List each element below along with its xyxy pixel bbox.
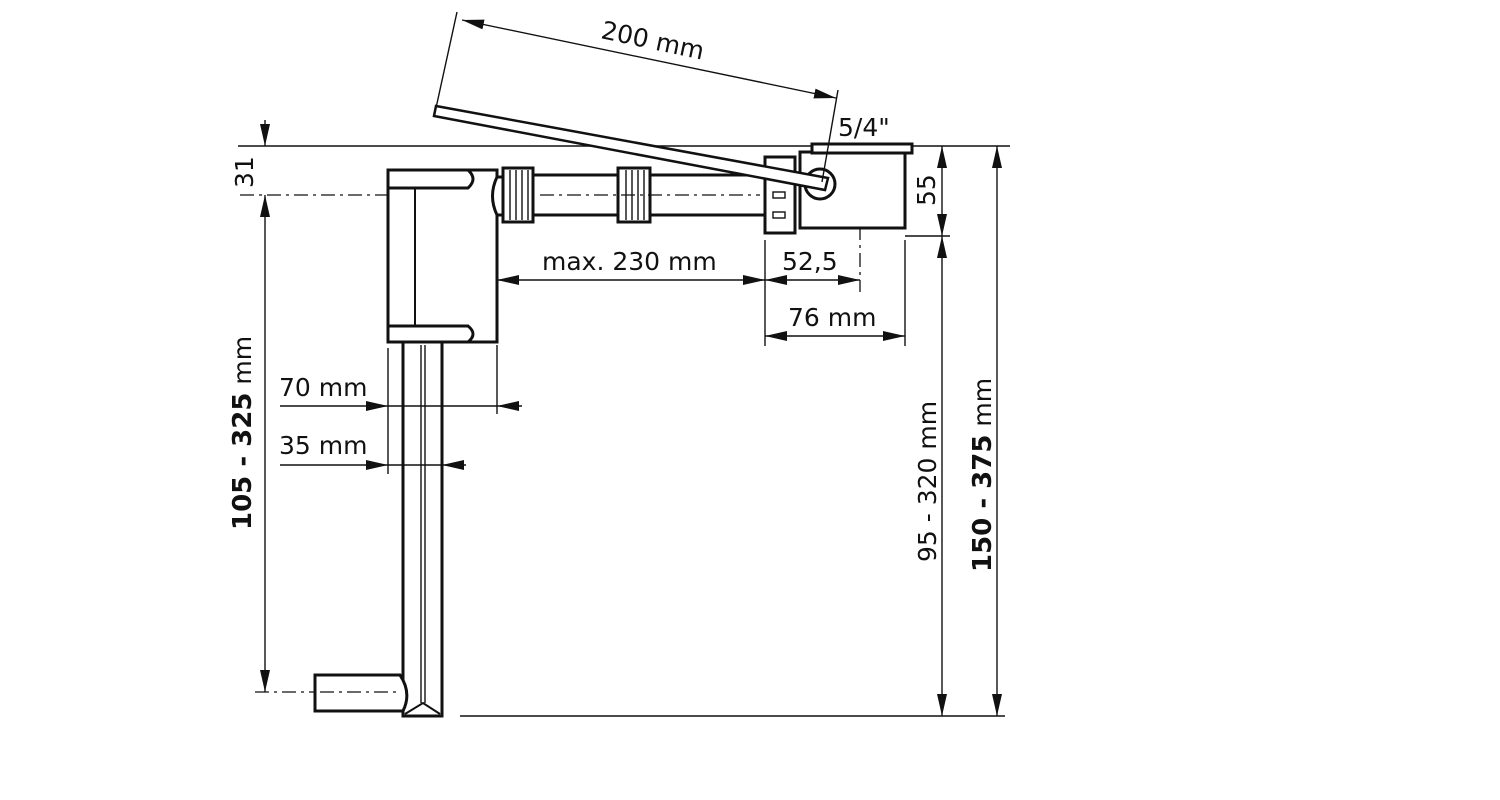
pipe-width-label: 35 mm xyxy=(279,431,367,460)
outlet-height-label: 55 xyxy=(912,174,941,206)
max-extension-label: max. 230 mm xyxy=(542,247,717,276)
dimensions xyxy=(260,11,1002,716)
vertical-pipe xyxy=(401,340,444,718)
lever-length-label: 200 mm xyxy=(599,16,707,66)
lever-arm xyxy=(432,104,830,192)
body-width-label: 76 mm xyxy=(788,303,876,332)
horizontal-pipe xyxy=(491,166,767,224)
thread-size-label: 5/4" xyxy=(838,113,890,142)
inner-height-label: 95 - 320 mm xyxy=(913,401,942,562)
total-height-label: 150 - 375 mm xyxy=(968,378,998,572)
left-height-label: 105 - 325 mm xyxy=(228,336,258,530)
trap-width-label: 70 mm xyxy=(279,373,367,402)
siphon-trap xyxy=(386,168,499,344)
center-offset-label: 52,5 xyxy=(782,247,838,276)
bottom-outlet-pipe xyxy=(313,673,409,713)
offset-top-label: 31 xyxy=(230,156,259,188)
drain-fitting xyxy=(763,142,914,235)
